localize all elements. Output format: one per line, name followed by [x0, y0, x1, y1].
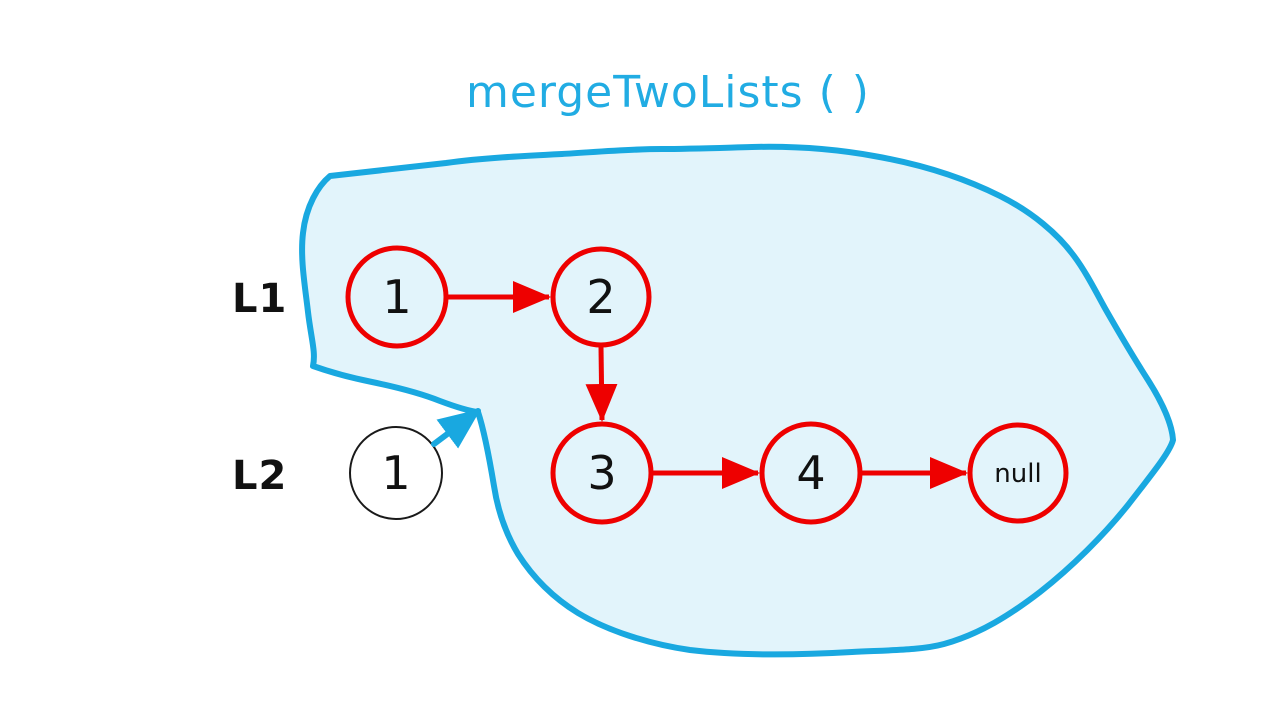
node-l2-1-circle	[349, 426, 443, 520]
node-merged-4: 4	[759, 421, 863, 525]
node-l1-2-value: 2	[586, 270, 615, 324]
nodes-group: 1 2 3 4 null 1	[345, 245, 1069, 525]
node-l1-1-circle	[345, 245, 449, 349]
pointer-l2-into-merged-region	[431, 408, 481, 449]
edges-group	[448, 280, 969, 489]
node-l2-1-value: 1	[381, 446, 410, 500]
edge-2-to-3	[585, 346, 618, 422]
list-label-l2: L2	[232, 453, 287, 499]
page-title: mergeTwoLists ( )	[466, 67, 870, 118]
node-l1-2: 2	[550, 246, 652, 348]
node-l1-1: 1	[345, 245, 449, 349]
node-merged-3: 3	[550, 421, 654, 525]
node-merged-4-value: 4	[796, 446, 825, 500]
node-null-value: null	[994, 459, 1041, 489]
node-l2-1: 1	[349, 426, 443, 520]
node-l1-2-circle	[550, 246, 652, 348]
node-null-circle	[967, 422, 1069, 524]
node-null: null	[967, 422, 1069, 524]
node-l1-1-value: 1	[382, 270, 411, 324]
node-merged-4-circle	[759, 421, 863, 525]
node-merged-3-circle	[550, 421, 654, 525]
merged-region-blob	[299, 143, 1176, 658]
list-label-l1: L1	[232, 276, 287, 322]
node-merged-3-value: 3	[587, 446, 616, 500]
